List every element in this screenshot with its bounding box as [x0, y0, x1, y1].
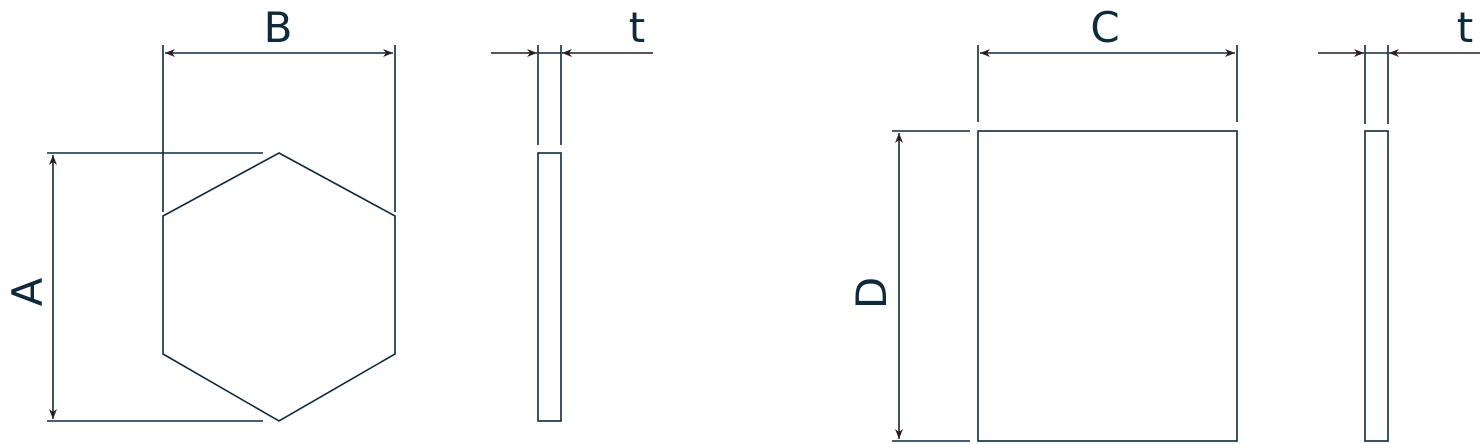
dimension-t-hex: t: [491, 3, 653, 145]
hexagon-plate: [162, 152, 396, 422]
label-b: B: [264, 3, 293, 52]
dimension-b: B: [162, 3, 396, 212]
label-d: D: [847, 277, 896, 309]
hex-side-plate: [537, 152, 562, 422]
dimension-c: C: [977, 3, 1238, 122]
label-t-hex: t: [629, 3, 645, 52]
label-t-rect: t: [1457, 3, 1473, 52]
rect-side-plate: [1364, 130, 1389, 442]
dimension-a: A: [3, 152, 263, 422]
dimension-d: D: [847, 130, 970, 442]
label-a: A: [3, 277, 52, 306]
label-c: C: [1090, 3, 1119, 52]
dimension-t-rect: t: [1318, 3, 1480, 124]
rectangle-plate: [977, 130, 1238, 442]
